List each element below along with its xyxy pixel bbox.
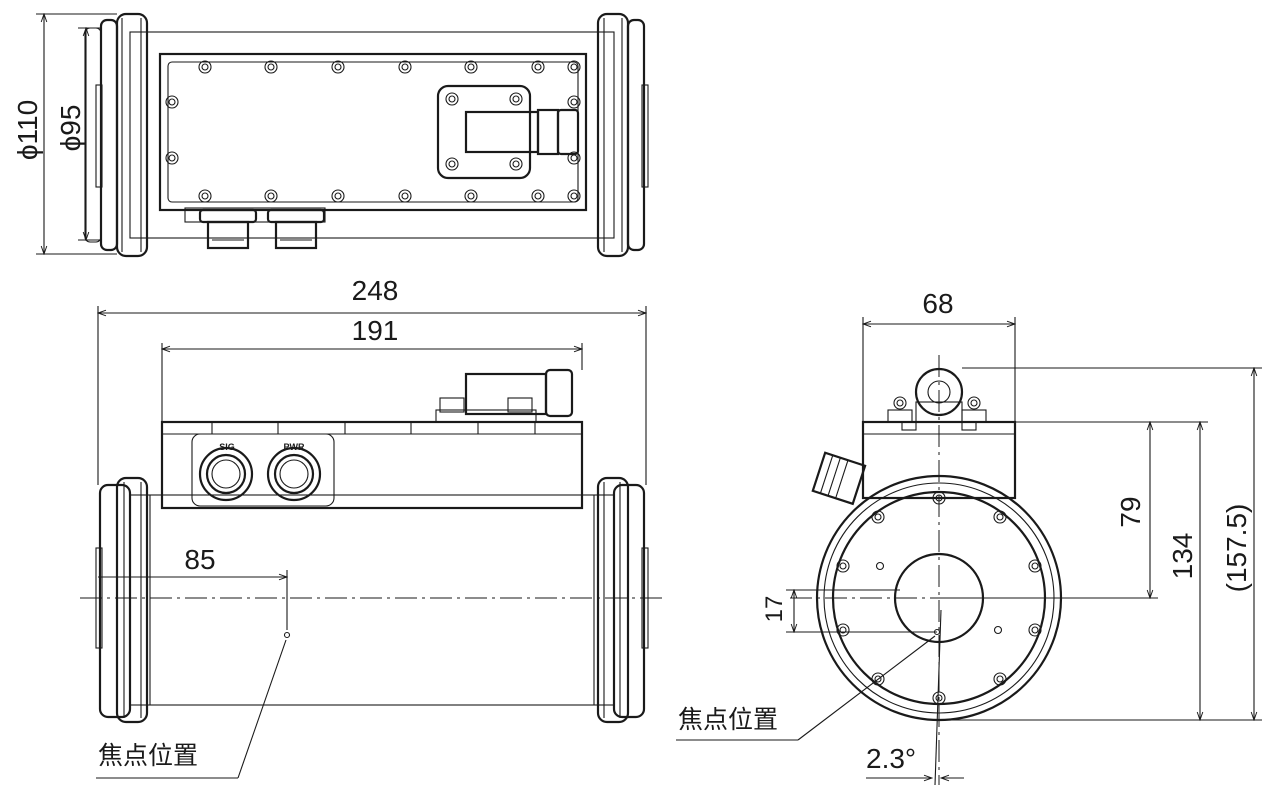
pwr-connector-label: PWR	[284, 442, 305, 452]
angle-label: 2.3°	[866, 743, 916, 774]
side-view: SIG PWR 焦点位置 248 191 85	[80, 275, 664, 779]
outer-diameter-label: ϕ110	[12, 100, 43, 160]
end-view-side-connector	[811, 451, 867, 506]
side-view-electronics-box: SIG PWR	[160, 368, 584, 510]
top-view: ϕ110 ϕ95	[12, 12, 649, 258]
side-view-left-cap	[95, 476, 149, 724]
top-view-left-cap	[84, 12, 149, 258]
box-length-label: 191	[352, 315, 399, 346]
top-view-right-cap	[596, 12, 649, 258]
height-134-label: 134	[1167, 533, 1198, 580]
end-view: 焦点位置 68 79 134 (157.5) 17 2.3°	[676, 288, 1262, 786]
side-view-body	[129, 494, 615, 706]
side-view-right-cap	[596, 476, 649, 724]
top-view-cable-glands	[198, 208, 326, 250]
end-view-bolt-holes	[836, 491, 1042, 705]
sig-connector-label: SIG	[219, 442, 235, 452]
height-79-label: 79	[1115, 496, 1146, 527]
focus-offset-label: 17	[761, 596, 788, 623]
side-view-focal-label: 焦点位置	[98, 741, 198, 770]
top-view-body	[129, 31, 615, 239]
end-view-dimensions: 68 79 134 (157.5) 17 2.3°	[761, 288, 1262, 778]
total-length-label: 248	[352, 275, 399, 306]
height-total-label: (157.5)	[1221, 504, 1252, 593]
inner-diameter-label: ϕ95	[55, 105, 86, 152]
side-view-focal-point	[283, 631, 291, 639]
top-view-electronics-box	[158, 52, 588, 223]
focus-distance-label: 85	[184, 544, 215, 575]
diameter-dimensions: ϕ110 ϕ95	[12, 14, 117, 254]
side-view-dimensions: 248 191 85	[98, 275, 646, 630]
end-width-label: 68	[922, 288, 953, 319]
end-view-focal-label: 焦点位置	[678, 705, 778, 734]
